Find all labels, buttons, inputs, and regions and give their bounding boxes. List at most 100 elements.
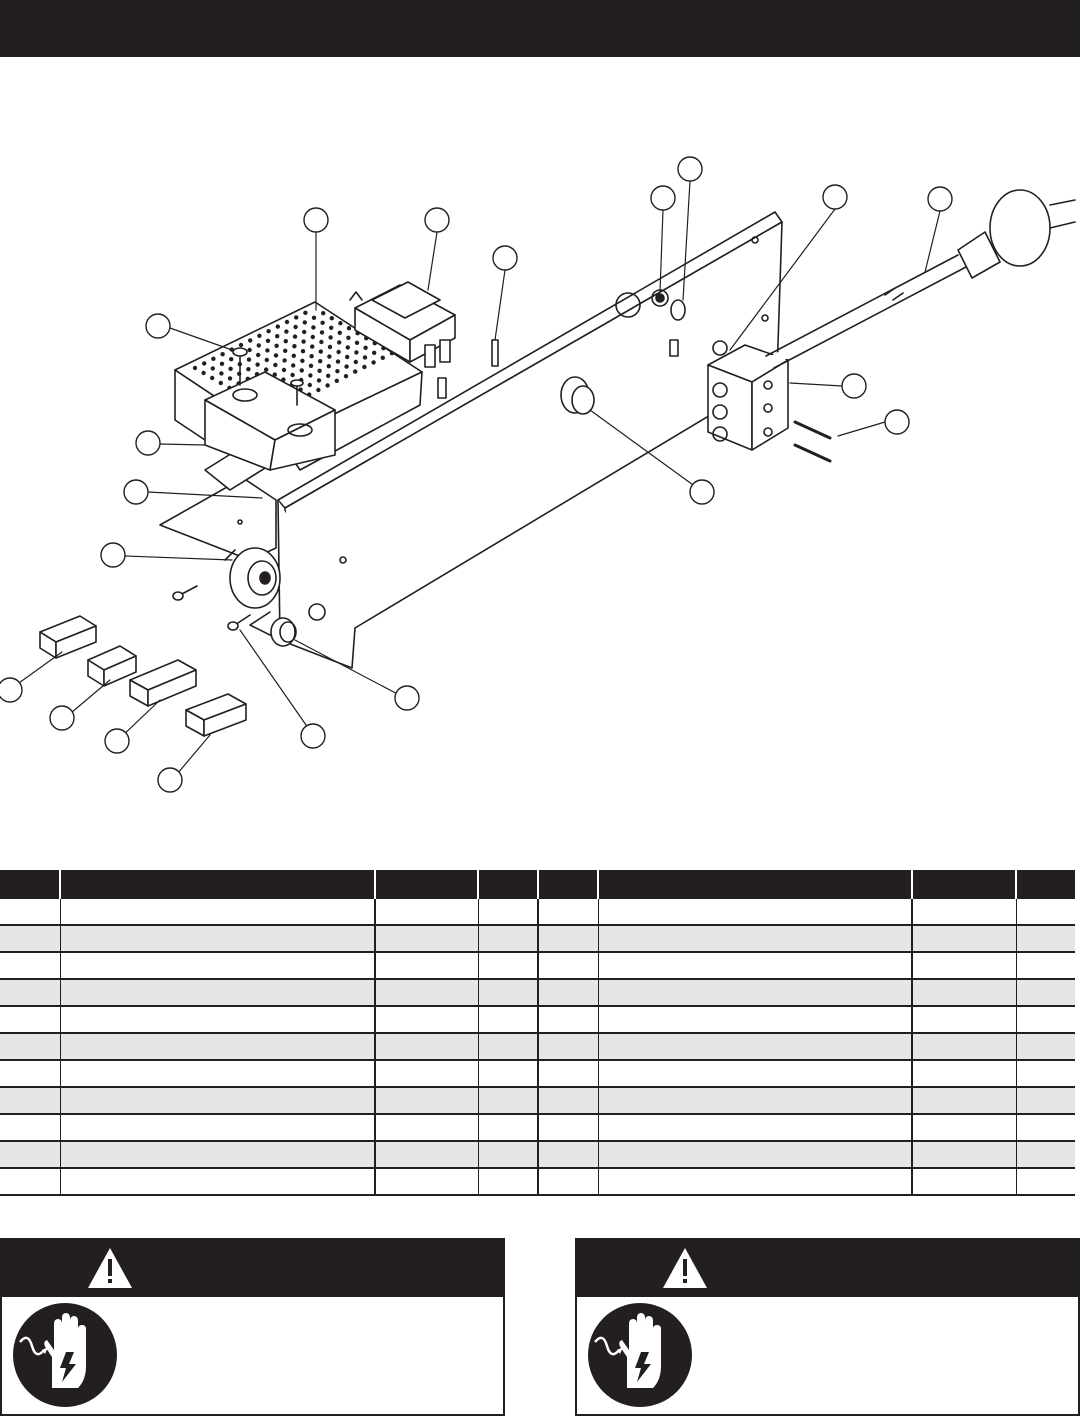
table-cell — [1016, 925, 1075, 953]
perforation-hole — [282, 358, 287, 363]
table-cell — [598, 979, 913, 1007]
table-cell — [60, 1114, 376, 1142]
perforation-hole — [247, 347, 252, 353]
table-cell — [375, 1087, 479, 1115]
perforation-hole — [318, 349, 323, 354]
terminal-strip-2 — [87, 645, 137, 687]
table-cell — [598, 1006, 913, 1034]
perforation-hole — [354, 350, 359, 355]
electrical-shock-hand-icon — [13, 1303, 117, 1407]
perforation-hole — [319, 330, 325, 335]
perforation-hole — [335, 369, 340, 374]
terminal-strip-4 — [185, 693, 247, 737]
perforation-hole — [337, 330, 342, 335]
warning-triangle-icon — [88, 1248, 132, 1288]
table-row — [0, 1087, 1075, 1115]
perforation-hole — [220, 352, 225, 357]
perforation-hole — [227, 376, 233, 381]
callout-3 — [492, 245, 518, 271]
perforation-hole — [302, 320, 307, 325]
table-cell — [912, 897, 1017, 926]
table-row — [0, 1114, 1075, 1142]
perforation-hole — [363, 345, 368, 350]
exploded-parts-diagram — [0, 156, 1076, 793]
perforation-hole — [336, 349, 341, 355]
perforation-hole — [275, 334, 280, 339]
table-cell — [1016, 1114, 1075, 1142]
table-cell — [60, 1033, 376, 1061]
callout-15 — [394, 685, 420, 711]
perforation-hole — [327, 344, 333, 350]
table-cell — [912, 1141, 1017, 1169]
table-row — [0, 1060, 1075, 1088]
perforation-hole — [345, 345, 350, 350]
table-cell — [60, 979, 376, 1007]
table-cell — [912, 925, 1017, 953]
table-cell — [538, 897, 599, 926]
table-cell — [598, 1033, 913, 1061]
warning-box-right — [575, 1238, 1080, 1416]
table-cell — [0, 1168, 61, 1196]
table-cell — [1016, 1141, 1075, 1169]
table-cell — [478, 1060, 539, 1088]
callout-18 — [49, 705, 75, 731]
perforation-hole — [308, 373, 313, 378]
perforation-hole — [256, 352, 261, 358]
cover-screws — [232, 347, 304, 406]
perforation-hole — [266, 329, 271, 334]
perforation-hole — [308, 363, 314, 368]
perforation-hole — [210, 366, 215, 371]
terminal-strip-3 — [129, 659, 197, 707]
callout-6 — [822, 184, 848, 210]
perforation-hole — [328, 335, 333, 340]
perforation-hole — [264, 367, 269, 372]
perforation-hole — [317, 368, 322, 373]
table-cell — [478, 925, 539, 953]
perforation-hole — [346, 335, 351, 340]
callout-16 — [300, 723, 326, 749]
perforation-hole — [372, 350, 377, 355]
col-header — [478, 870, 539, 898]
table-cell — [598, 897, 913, 926]
callout-circles — [0, 156, 953, 793]
electrical-shock-hand-icon — [588, 1303, 692, 1407]
perforation-hole — [299, 368, 304, 373]
long-screws — [793, 420, 832, 463]
table-cell — [598, 1168, 913, 1196]
table-cell — [1016, 979, 1075, 1007]
table-cell — [478, 897, 539, 926]
terminal-block-lower — [204, 371, 336, 471]
perforation-hole — [354, 340, 360, 345]
perforation-hole — [353, 369, 358, 374]
perforation-hole — [307, 382, 312, 388]
perforation-hole — [284, 329, 289, 334]
callout-8 — [145, 313, 171, 339]
table-cell — [375, 1060, 479, 1088]
perforation-hole — [246, 357, 252, 362]
callout-2 — [424, 207, 450, 233]
table-cell — [60, 1006, 376, 1034]
perforation-hole — [202, 361, 207, 366]
table-cell — [375, 1033, 479, 1061]
table-cell — [1016, 1087, 1075, 1115]
table-cell — [598, 1060, 913, 1088]
table-cell — [598, 952, 913, 980]
perforation-hole — [335, 359, 341, 364]
callout-4 — [650, 185, 676, 211]
perforation-hole — [229, 357, 234, 362]
perforation-hole — [256, 343, 261, 348]
col-header — [0, 870, 61, 898]
table-cell — [912, 1006, 1017, 1034]
perforation-hole — [327, 354, 332, 359]
table-cell — [0, 1006, 61, 1034]
table-cell — [912, 1033, 1017, 1061]
perforation-hole — [291, 353, 296, 358]
perforation-hole — [310, 344, 315, 349]
lower-grommet — [270, 617, 297, 647]
table-cell — [478, 1168, 539, 1196]
table-cell — [538, 1033, 599, 1061]
perforation-hole — [248, 338, 253, 343]
perforation-hole — [264, 357, 269, 363]
col-header — [375, 870, 479, 898]
perforation-hole — [325, 383, 330, 388]
